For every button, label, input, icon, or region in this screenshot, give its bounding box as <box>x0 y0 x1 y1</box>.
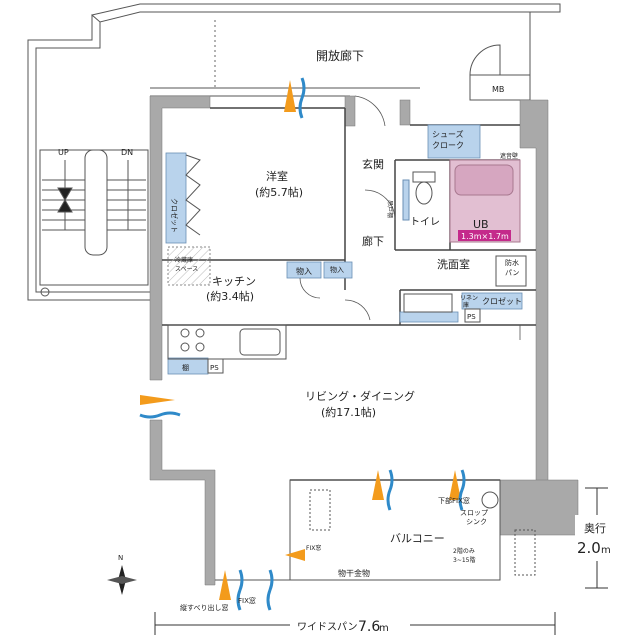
wash-basin <box>403 293 453 313</box>
storage-1-label: 物入 <box>296 266 312 276</box>
building-outline <box>27 3 561 301</box>
unit-note-label: 2階のみ <box>453 547 475 555</box>
depth-label: 奥行 <box>584 521 606 535</box>
wide-span-unit: m <box>379 623 389 634</box>
western-closet <box>165 152 187 244</box>
ub-size-label: 1.3m×1.7m <box>461 232 509 241</box>
toilet-shelf <box>402 179 410 221</box>
kitchen-label: キッチン <box>212 275 256 288</box>
toilet-shelf-label: 吊戸棚 <box>386 200 394 218</box>
north-label: N <box>118 554 123 562</box>
linen-label-2: 庫 <box>463 301 469 309</box>
exterior-walls <box>149 95 579 586</box>
waterproof-pan <box>495 255 527 287</box>
balcony-label: バルコニー <box>390 532 445 545</box>
hardware-label: 物干金物 <box>338 568 370 578</box>
closet-west-label: クロゼット <box>170 198 179 233</box>
hallway-label: 廊下 <box>362 234 384 248</box>
shoe-closet-label: シューズ <box>432 129 464 139</box>
ps-box-2 <box>207 358 224 374</box>
unit-bath <box>449 159 521 243</box>
stair-down-label: DN <box>121 148 133 157</box>
entrance-label: 玄関 <box>362 157 384 171</box>
depth-value: 2.0 <box>577 539 601 557</box>
washroom-label: 洗面室 <box>437 257 470 271</box>
unit-note-label-2: 3~15階 <box>453 556 475 564</box>
storage-2-label: 物入 <box>330 265 344 274</box>
ventilation-arrows <box>139 77 466 611</box>
kitchen-size: (約3.4帖) <box>206 289 254 303</box>
slop-sink-label-2: シンク <box>466 518 487 526</box>
fridge-label-2: スペース <box>175 266 198 273</box>
ub-label: UB <box>473 218 489 231</box>
tall-window-label: 縦すべり出し窓 <box>180 603 229 612</box>
closet-folding-door <box>185 154 201 236</box>
mb-label: MB <box>492 85 504 94</box>
shelf-label: 棚 <box>182 363 189 372</box>
waterproof-pan-label: 防水 <box>505 258 519 267</box>
toilet-fixture <box>412 171 436 205</box>
storage-1 <box>286 261 322 279</box>
western-room-label: 洋室 <box>266 169 288 183</box>
wash-closet-label: クロゼット <box>482 296 522 306</box>
toilet-label: トイレ <box>410 217 440 228</box>
stair-up-label: UP <box>58 148 69 157</box>
shoe-closet <box>427 124 481 159</box>
depth-dim-bg <box>575 515 623 561</box>
shoe-closet-label-2: クローク <box>432 141 464 150</box>
wide-span-label: ワイドスパン <box>297 621 358 633</box>
balcony-outline <box>215 479 536 581</box>
ps-box-1 <box>464 308 481 323</box>
depth-unit: m <box>601 545 611 556</box>
fridge-label: 冷蔵庫 <box>175 256 193 264</box>
compass-icon <box>107 565 137 595</box>
wash-counter <box>399 311 459 323</box>
staircase <box>40 149 146 297</box>
fix-window-lower-label: 下部FIX窓 <box>438 496 470 505</box>
western-room-size: (約5.7帖) <box>255 185 303 199</box>
width-dim-bg <box>290 617 410 633</box>
room-labels: 洋室 (約5.7帖) シューズ クローク 玄関 トイレ 吊戸棚 廊下 洗面室 防… <box>170 129 522 612</box>
fix-window-label: FIX窓 <box>238 596 256 605</box>
ps-label-2: PS <box>210 364 219 372</box>
wash-closet <box>461 292 523 310</box>
closets <box>165 124 523 375</box>
linen-label: リネン <box>460 295 478 302</box>
slop-sink-label: スロップ <box>460 509 488 517</box>
heater-label: 遮音壁 <box>500 152 518 160</box>
ps-label-1: PS <box>467 313 476 321</box>
living-size: (約17.1帖) <box>321 405 376 419</box>
corridor-label: 開放廊下 <box>316 48 364 63</box>
storage-2 <box>323 261 353 279</box>
fridge-space <box>167 246 211 286</box>
wide-span-value: 7.6 <box>358 619 380 635</box>
meter-box <box>469 44 531 101</box>
fix-vertical-label: FIX窓 <box>306 544 321 552</box>
door-swings <box>299 95 521 340</box>
waterproof-pan-label-2: パン <box>505 269 519 277</box>
living-label: リビング・ダイニング <box>305 389 415 403</box>
kitchen-counter <box>167 324 287 360</box>
